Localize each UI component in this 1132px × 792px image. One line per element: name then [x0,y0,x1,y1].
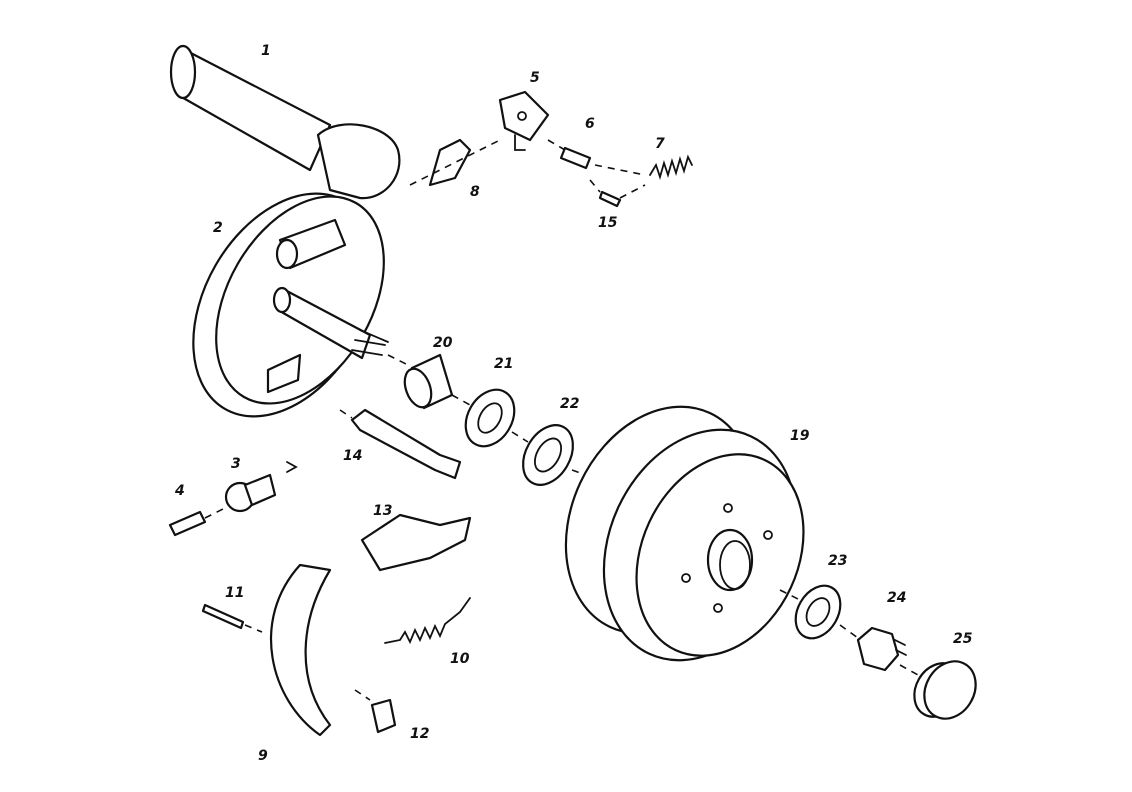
label-9: 9 [258,748,268,764]
label-1: 1 [261,43,271,59]
part-23-bearing [794,584,842,640]
direction-mark [286,461,298,473]
part-14-lever [350,408,462,480]
label-21: 21 [494,356,513,372]
assembly-line [339,409,353,419]
label-2: 2 [213,220,223,236]
part-10-return-spring [384,597,471,645]
part-15-small-pin [598,190,622,208]
label-10: 10 [450,651,470,667]
label-8: 8 [470,184,480,200]
label-22: 22 [560,396,579,412]
label-25: 25 [953,631,973,647]
assembly-line [244,624,263,633]
label-5: 5 [530,70,540,86]
label-12: 12 [410,726,429,742]
part-6-pin [559,146,592,170]
part-24-castle-nut [856,626,907,672]
part-20-bushing [403,353,454,410]
label-7: 7 [655,136,665,152]
part-1-axle-tube [169,44,401,200]
assembly-line [779,589,919,676]
part-25-dust-cap [913,660,977,720]
part-12-clip [370,698,397,734]
label-4: 4 [174,483,185,499]
part-21-seal [464,388,516,448]
label-3: 3 [231,456,241,472]
label-13: 13 [373,503,392,519]
part-4-adjuster-screw [168,510,207,537]
part-19-brake-drum [564,405,805,662]
label-15: 15 [598,215,618,231]
label-6: 6 [585,116,595,132]
label-14: 14 [343,448,362,464]
label-19: 19 [790,428,810,444]
part-8-clip [428,138,472,187]
part-2-backing-plate [192,192,389,418]
label-24: 24 [887,590,906,606]
label-23: 23 [828,553,847,569]
part-9-brake-shoe [269,563,332,737]
part-5-lever-bracket [498,90,550,151]
label-11: 11 [225,585,244,601]
assembly-line [354,689,371,701]
part-13-adjuster-plate [360,513,472,572]
part-11-hold-down-pin [201,603,245,630]
label-20: 20 [433,335,453,351]
part-3-adjuster-wheel [224,473,277,513]
part-7-spring [649,154,693,181]
assembly-line [204,507,226,519]
part-22-bearing [522,424,574,486]
